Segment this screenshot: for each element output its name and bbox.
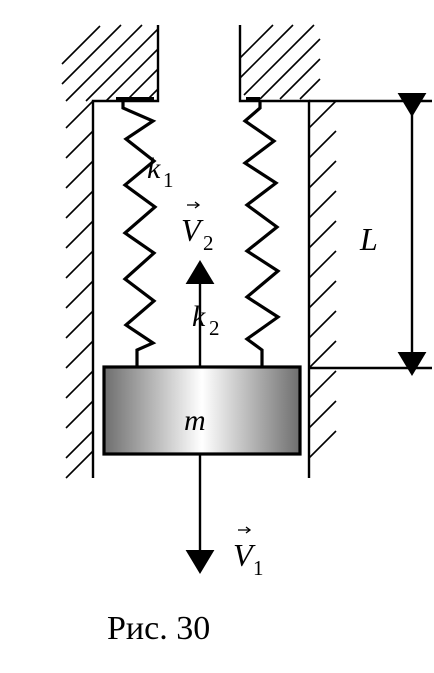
mass-block	[102, 365, 302, 456]
label-v1-subscript: 1	[253, 556, 264, 580]
label-mass: m	[184, 404, 206, 437]
label-k1-subscript: 1	[163, 168, 174, 192]
label-v1: V	[233, 537, 256, 573]
left-wall-hatch	[65, 100, 94, 479]
spring-k2	[242, 102, 281, 368]
spring-k1	[121, 102, 158, 368]
vector-mark-v1	[238, 526, 252, 534]
right-wall-hatch	[308, 100, 337, 459]
label-k2-subscript: 2	[209, 316, 220, 340]
label-k2: k	[192, 300, 206, 333]
spring-right-mount	[246, 97, 260, 102]
label-v2: V	[181, 212, 204, 248]
spring-left-mount	[116, 97, 154, 102]
label-v2-subscript: 2	[203, 231, 214, 255]
ceiling-right-hatch	[239, 24, 321, 100]
figure-caption: Рис. 30	[107, 610, 210, 647]
label-k1: k	[147, 152, 161, 185]
vector-mark-v2	[187, 201, 201, 209]
label-length: L	[359, 221, 378, 257]
ceiling-left-hatch	[61, 24, 159, 102]
